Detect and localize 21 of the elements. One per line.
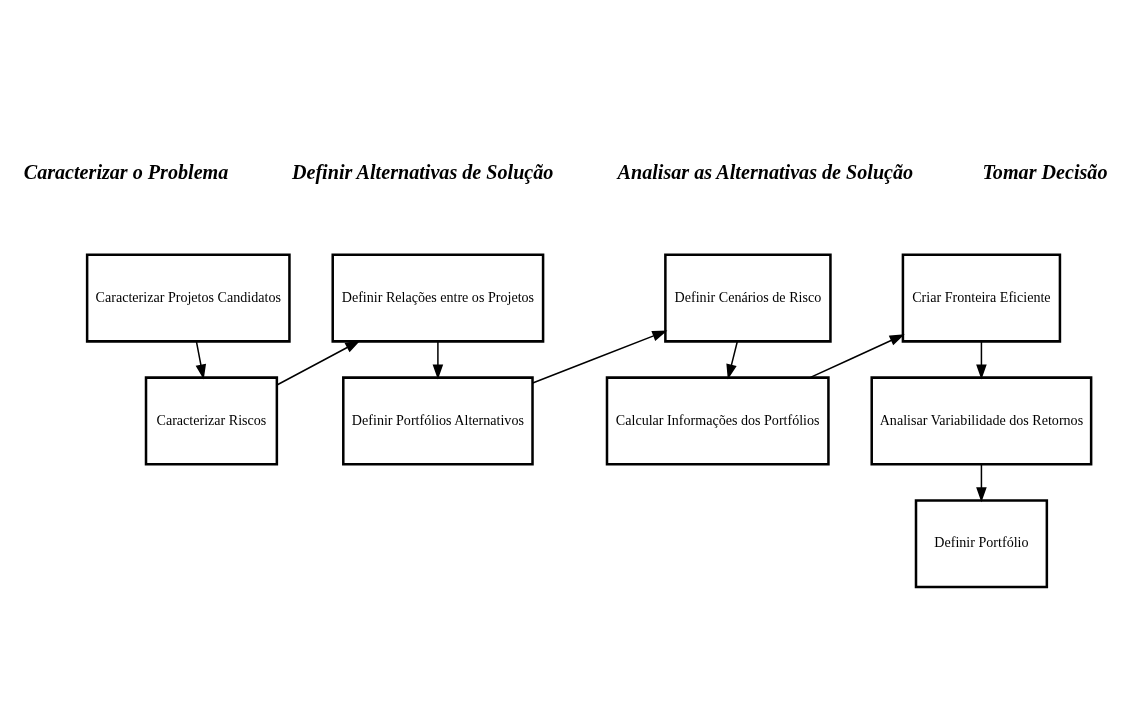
label: Caracterizar o Problema xyxy=(23,160,229,183)
arrow xyxy=(276,339,361,386)
arrow xyxy=(976,340,987,380)
node-box: Caracterizar Projetos Candidatos xyxy=(85,253,291,343)
node-box: Definir Portfólio xyxy=(914,498,1049,588)
arrow xyxy=(432,340,444,380)
arrow xyxy=(809,333,905,378)
node-box: Definir Relações entre os Projetos xyxy=(331,253,545,343)
label: Tomar Decisão xyxy=(982,160,1108,183)
label: Analisar as Alternativas de Solução xyxy=(617,160,914,183)
node-box: Analisar Variabilidade dos Retornos xyxy=(870,375,1093,465)
node-box: Caracterizar Riscos xyxy=(144,375,279,465)
node-box: Definir Cenários de Risco xyxy=(664,253,832,343)
arrow xyxy=(976,463,987,502)
node-box: Calcular Informações dos Portfólios xyxy=(605,375,830,465)
label: Definir Alternativas de Solução xyxy=(291,160,554,183)
node-box: Criar Fronteira Eficiente xyxy=(901,253,1062,343)
arrow xyxy=(195,340,207,380)
arrow xyxy=(726,340,738,379)
arrow xyxy=(531,330,668,384)
node-box: Definir Portfólios Alternativos xyxy=(342,375,534,465)
